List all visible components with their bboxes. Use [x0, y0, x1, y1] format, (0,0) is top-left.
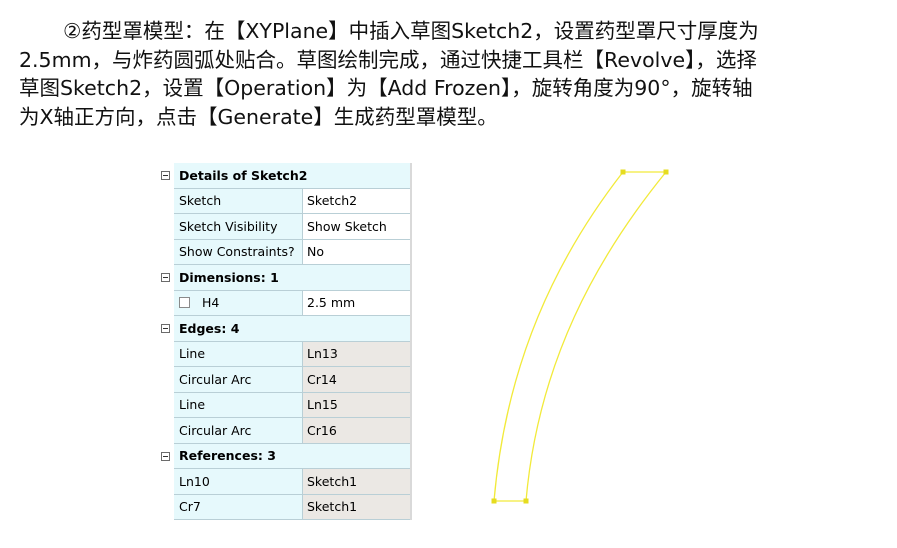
panel-border [410, 163, 412, 520]
group-label-edges: Edges: 4 [174, 316, 412, 342]
property-value: Ln13 [303, 341, 412, 367]
property-name: H4 [202, 295, 220, 311]
sketch-vertex-point[interactable] [491, 498, 497, 504]
sketch-profile[interactable] [493, 171, 668, 502]
property-value: Cr16 [303, 418, 412, 444]
group-header-details[interactable]: Details of Sketch2 [156, 163, 412, 189]
instruction-paragraph: ②药型罩模型：在【XYPlane】中插入草图Sketch2，设置药型罩尺寸厚度为… [19, 17, 885, 131]
property-row-h4[interactable]: H4 2.5 mm [156, 290, 412, 316]
property-name: Line [174, 341, 303, 367]
sketch-vertex-point[interactable] [620, 169, 626, 175]
parameter-checkbox[interactable] [179, 297, 190, 309]
property-value: Ln15 [303, 392, 412, 418]
collapse-icon[interactable] [160, 324, 170, 334]
instruction-line-1: ②药型罩模型：在【XYPlane】中插入草图Sketch2，设置药型罩尺寸厚度为 [63, 19, 759, 43]
group-label-details: Details of Sketch2 [174, 163, 412, 189]
details-panel: Details of Sketch2 Sketch Sketch2 Sketch… [156, 163, 412, 520]
property-row-reference[interactable]: Cr7 Sketch1 [156, 494, 412, 520]
property-name: Ln10 [174, 469, 303, 495]
collapse-icon[interactable] [160, 273, 170, 283]
instruction-line-2: 2.5mm，与炸药圆弧处贴合。草图绘制完成，通过快捷工具栏【Revolve】，选… [19, 47, 757, 72]
property-name: Show Constraints? [174, 239, 303, 265]
group-label-references: References: 3 [174, 443, 412, 469]
instruction-line-3: 草图Sketch2，设置【Operation】为【Add Frozen】，旋转角… [19, 76, 753, 100]
sketch2-graphics-view[interactable] [486, 163, 686, 513]
property-name: Sketch [174, 188, 303, 214]
property-row-show-constraints[interactable]: Show Constraints? No [156, 239, 412, 265]
property-value: Sketch1 [303, 494, 412, 520]
property-row-sketch-visibility[interactable]: Sketch Visibility Show Sketch [156, 214, 412, 240]
property-name: Cr7 [174, 494, 303, 520]
property-value-input[interactable]: 2.5 mm [303, 290, 412, 316]
instruction-line-4: 为X轴正方向，点击【Generate】生成药型罩模型。 [19, 104, 498, 129]
property-row-edge[interactable]: Circular Arc Cr16 [156, 418, 412, 444]
property-value: Cr14 [303, 367, 412, 393]
property-name: Sketch Visibility [174, 214, 303, 240]
property-value[interactable]: Sketch2 [303, 188, 412, 214]
group-header-dimensions[interactable]: Dimensions: 1 [156, 265, 412, 291]
collapse-icon[interactable] [160, 171, 170, 181]
group-header-edges[interactable]: Edges: 4 [156, 316, 412, 342]
property-value[interactable]: No [303, 239, 412, 265]
property-name: Circular Arc [174, 367, 303, 393]
property-row-edge[interactable]: Circular Arc Cr14 [156, 367, 412, 393]
property-value[interactable]: Show Sketch [303, 214, 412, 240]
property-value: Sketch1 [303, 469, 412, 495]
property-name: Circular Arc [174, 418, 303, 444]
property-name-h4: H4 [174, 290, 303, 316]
collapse-icon[interactable] [160, 451, 170, 461]
property-row-sketch[interactable]: Sketch Sketch2 [156, 188, 412, 214]
property-row-edge[interactable]: Line Ln15 [156, 392, 412, 418]
group-header-references[interactable]: References: 3 [156, 443, 412, 469]
property-row-reference[interactable]: Ln10 Sketch1 [156, 469, 412, 495]
sketch-vertex-point[interactable] [663, 169, 669, 175]
property-row-edge[interactable]: Line Ln13 [156, 341, 412, 367]
sketch-vertex-point[interactable] [523, 498, 529, 504]
group-label-dimensions: Dimensions: 1 [174, 265, 412, 291]
property-name: Line [174, 392, 303, 418]
